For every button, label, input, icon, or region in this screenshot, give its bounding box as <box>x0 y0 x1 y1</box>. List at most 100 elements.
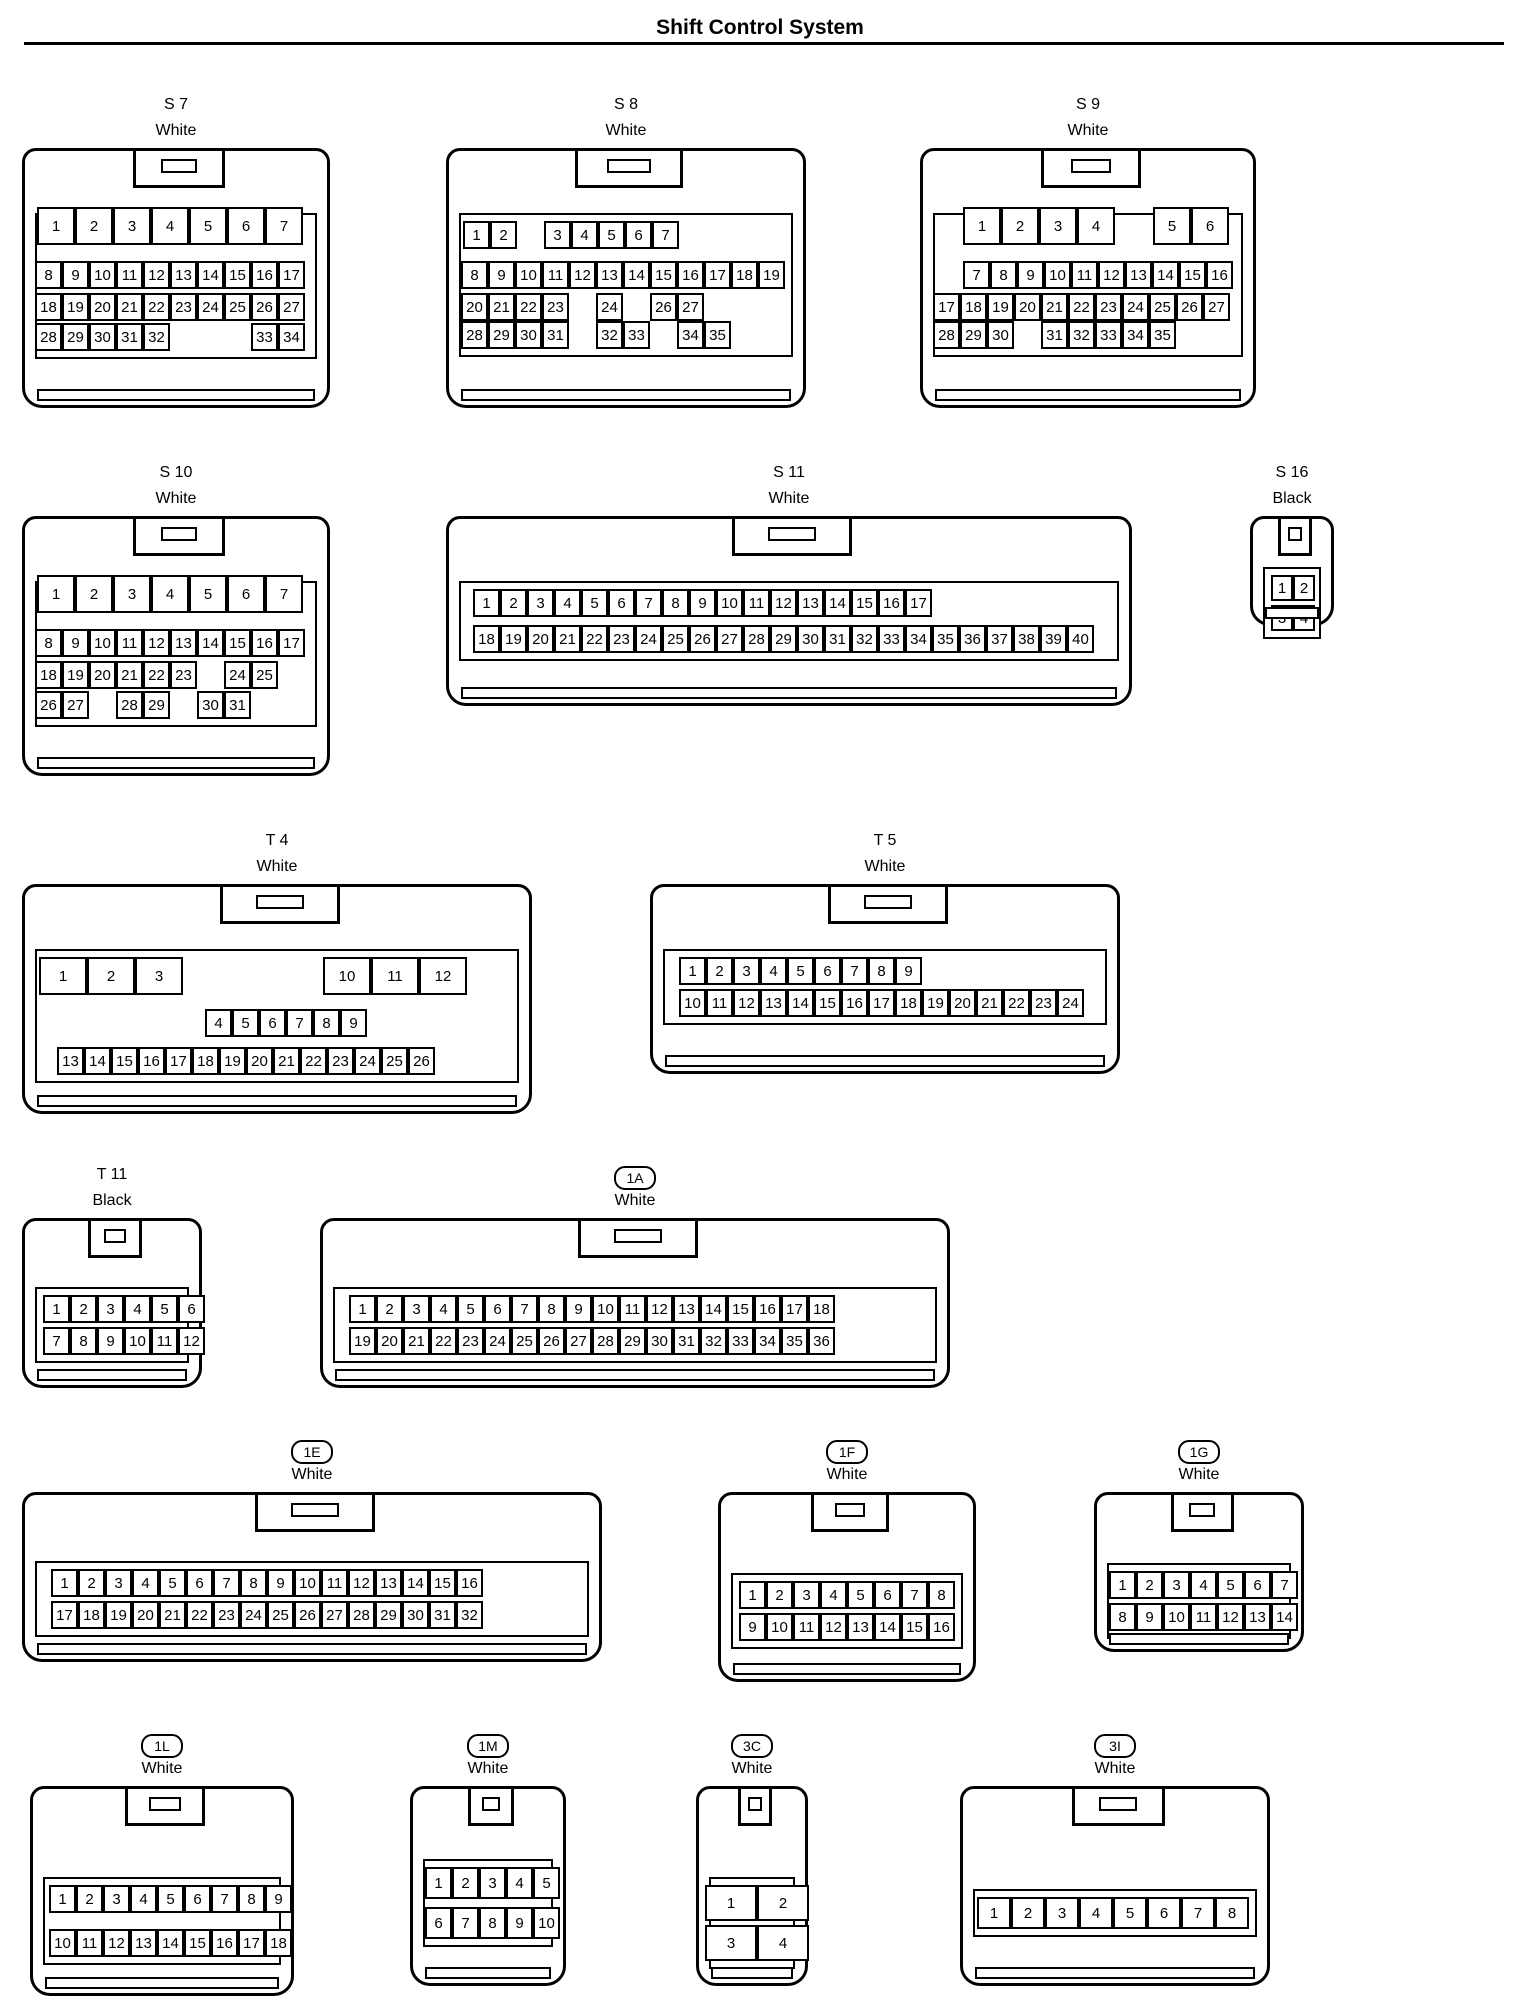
pin-1: 1 <box>39 957 87 995</box>
pin-23: 23 <box>327 1047 354 1075</box>
pin-21: 21 <box>116 661 143 689</box>
pin-4: 4 <box>554 589 581 617</box>
pin-24: 24 <box>1122 293 1149 321</box>
connector-color: White <box>826 1466 868 1483</box>
pin-19: 19 <box>987 293 1014 321</box>
pin-31: 31 <box>429 1601 456 1629</box>
pin-27: 27 <box>62 691 89 719</box>
pin-17: 17 <box>781 1295 808 1323</box>
pin-2: 2 <box>1136 1571 1163 1599</box>
pin-18: 18 <box>192 1047 219 1075</box>
locking-latch <box>828 884 948 924</box>
pin-26: 26 <box>408 1047 435 1075</box>
pin-28: 28 <box>592 1327 619 1355</box>
pin-22: 22 <box>143 661 170 689</box>
pin-29: 29 <box>62 323 89 351</box>
locking-latch <box>125 1786 205 1826</box>
pin-36: 36 <box>959 625 986 653</box>
pin-9: 9 <box>62 629 89 657</box>
connector-color: White <box>864 858 906 875</box>
pin-14: 14 <box>197 629 224 657</box>
pin-21: 21 <box>554 625 581 653</box>
locking-latch <box>132 148 226 188</box>
pin-12: 12 <box>569 261 596 289</box>
pin-2: 2 <box>452 1867 479 1899</box>
connector-id: 1F <box>826 1440 868 1464</box>
pin-26: 26 <box>294 1601 321 1629</box>
pin-6: 6 <box>1191 207 1229 245</box>
pin-24: 24 <box>635 625 662 653</box>
pin-14: 14 <box>824 589 851 617</box>
pin-3: 3 <box>527 589 554 617</box>
connector-color: White <box>1094 1760 1136 1777</box>
pin-6: 6 <box>186 1569 213 1597</box>
pin-16: 16 <box>138 1047 165 1075</box>
latch-tab <box>149 1797 181 1811</box>
pin-15: 15 <box>224 629 251 657</box>
pin-33: 33 <box>878 625 905 653</box>
connector-id: S 7 <box>163 96 188 113</box>
locking-latch <box>88 1218 142 1258</box>
page-title: Shift Control System <box>656 16 864 39</box>
latch-tab <box>768 527 816 541</box>
pin-11: 11 <box>371 957 419 995</box>
pin-37: 37 <box>986 625 1013 653</box>
pin-11: 11 <box>116 629 143 657</box>
connector-id: S 8 <box>613 96 638 113</box>
pin-13: 13 <box>1125 261 1152 289</box>
pin-13: 13 <box>596 261 623 289</box>
pin-17: 17 <box>868 989 895 1017</box>
latch-tab <box>160 527 198 541</box>
pin-17: 17 <box>278 629 305 657</box>
pin-5: 5 <box>581 589 608 617</box>
pin-15: 15 <box>650 261 677 289</box>
pin-29: 29 <box>143 691 170 719</box>
pin-7: 7 <box>901 1581 928 1609</box>
pin-4: 4 <box>151 207 189 245</box>
pin-13: 13 <box>673 1295 700 1323</box>
pin-2: 2 <box>70 1295 97 1323</box>
pin-12: 12 <box>143 261 170 289</box>
pin-8: 8 <box>479 1907 506 1939</box>
pin-3: 3 <box>97 1295 124 1323</box>
housing-foot <box>1109 1633 1289 1645</box>
pin-6: 6 <box>484 1295 511 1323</box>
pin-9: 9 <box>267 1569 294 1597</box>
pin-23: 23 <box>542 293 569 321</box>
pin-5: 5 <box>847 1581 874 1609</box>
pin-14: 14 <box>402 1569 429 1597</box>
pin-20: 20 <box>949 989 976 1017</box>
pin-4: 4 <box>820 1581 847 1609</box>
locking-latch <box>255 1492 375 1532</box>
latch-tab <box>1070 159 1112 173</box>
pin-23: 23 <box>1095 293 1122 321</box>
housing-foot <box>37 1095 517 1107</box>
pin-5: 5 <box>457 1295 484 1323</box>
pin-9: 9 <box>689 589 716 617</box>
pin-11: 11 <box>793 1613 820 1641</box>
pin-7: 7 <box>213 1569 240 1597</box>
pin-9: 9 <box>265 1885 292 1913</box>
pin-11: 11 <box>619 1295 646 1323</box>
pin-27: 27 <box>321 1601 348 1629</box>
pin-24: 24 <box>240 1601 267 1629</box>
pin-1: 1 <box>705 1885 757 1921</box>
latch-tab <box>834 1503 866 1517</box>
pin-14: 14 <box>84 1047 111 1075</box>
pin-20: 20 <box>89 293 116 321</box>
pin-12: 12 <box>820 1613 847 1641</box>
pin-15: 15 <box>224 261 251 289</box>
housing-foot <box>37 389 315 401</box>
pin-10: 10 <box>89 261 116 289</box>
pin-2: 2 <box>75 207 113 245</box>
pin-17: 17 <box>905 589 932 617</box>
pin-5: 5 <box>1153 207 1191 245</box>
housing-foot <box>461 687 1117 699</box>
pin-4: 4 <box>1190 1571 1217 1599</box>
locking-latch <box>1040 148 1142 188</box>
latch-tab <box>1099 1797 1137 1811</box>
latch-tab <box>104 1229 126 1243</box>
locking-latch <box>1170 1492 1234 1532</box>
pin-7: 7 <box>1271 1571 1298 1599</box>
